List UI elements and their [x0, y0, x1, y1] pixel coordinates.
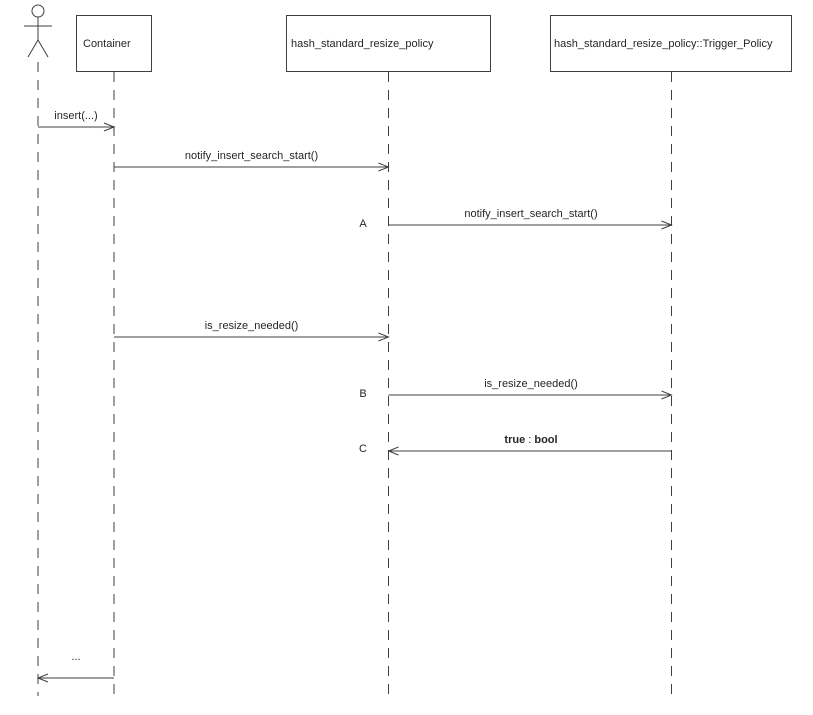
- actor-icon: [24, 4, 52, 58]
- message-label-is-resize-needed-2: is_resize_needed(): [484, 378, 578, 390]
- message-label-notify-insert-search-start-1: notify_insert_search_start(): [184, 150, 319, 162]
- sequence-marker-a: A: [359, 218, 367, 230]
- message-label-return-true-bool: true : bool: [390, 434, 672, 447]
- sequence-marker-b: B: [359, 388, 367, 400]
- message-label-is-resize-needed-1: is_resize_needed(): [204, 320, 299, 332]
- participant-box-container: Container: [76, 15, 152, 72]
- return-type-text: bool: [534, 434, 558, 446]
- participant-label-resize-policy: hash_standard_resize_policy: [291, 37, 434, 50]
- participant-box-resize-policy: hash_standard_resize_policy: [286, 15, 491, 72]
- message-label-notify-insert-search-start-2: notify_insert_search_start(): [464, 208, 598, 220]
- message-label-insert: insert(...): [54, 110, 98, 122]
- participant-label-container: Container: [83, 37, 131, 50]
- return-value-text: true: [504, 434, 526, 446]
- sequence-marker-c: C: [359, 443, 367, 455]
- return-separator-text: :: [525, 434, 535, 446]
- message-label-return-ellipsis: ...: [71, 651, 81, 663]
- participant-label-trigger-policy: hash_standard_resize_policy::Trigger_Pol…: [554, 37, 773, 50]
- participant-box-trigger-policy: hash_standard_resize_policy::Trigger_Pol…: [550, 15, 792, 72]
